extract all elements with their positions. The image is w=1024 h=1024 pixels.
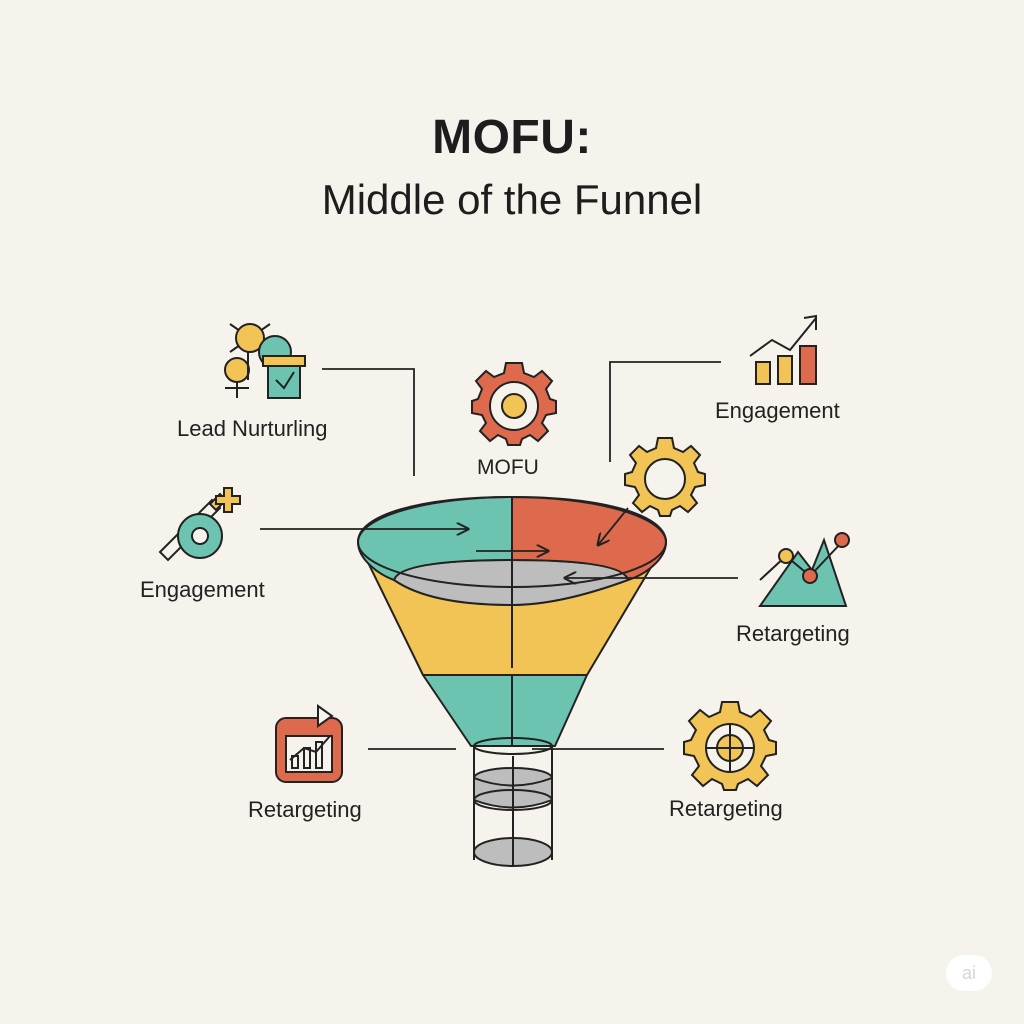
watermark-badge: ai: [946, 955, 992, 991]
page-subtitle: Middle of the Funnel: [321, 176, 703, 223]
label-retargeting-right: Retargeting: [736, 621, 850, 646]
gear-target-icon: [683, 701, 777, 791]
label-lead-nurturing: Lead Nurturling: [177, 416, 328, 441]
label-retargeting-bottom-right: Retargeting: [669, 796, 783, 821]
label-engagement-right: Engagement: [715, 398, 840, 423]
mountain-trend-icon: [758, 532, 850, 607]
connectors: [260, 361, 738, 750]
gear-icon: [471, 362, 557, 446]
label-engagement-left: Engagement: [140, 577, 265, 602]
label-retargeting-bottom-left: Retargeting: [248, 797, 362, 822]
lead-nurturing-people-icon: [224, 323, 306, 399]
gear-icon: [624, 437, 706, 517]
page-title: MOFU:: [432, 111, 592, 164]
video-analytics-icon: [275, 704, 343, 783]
target-key-icon: [158, 487, 241, 562]
label-mofu: MOFU: [477, 456, 539, 479]
growth-chart-icon: [749, 314, 817, 385]
funnel: [357, 496, 667, 867]
